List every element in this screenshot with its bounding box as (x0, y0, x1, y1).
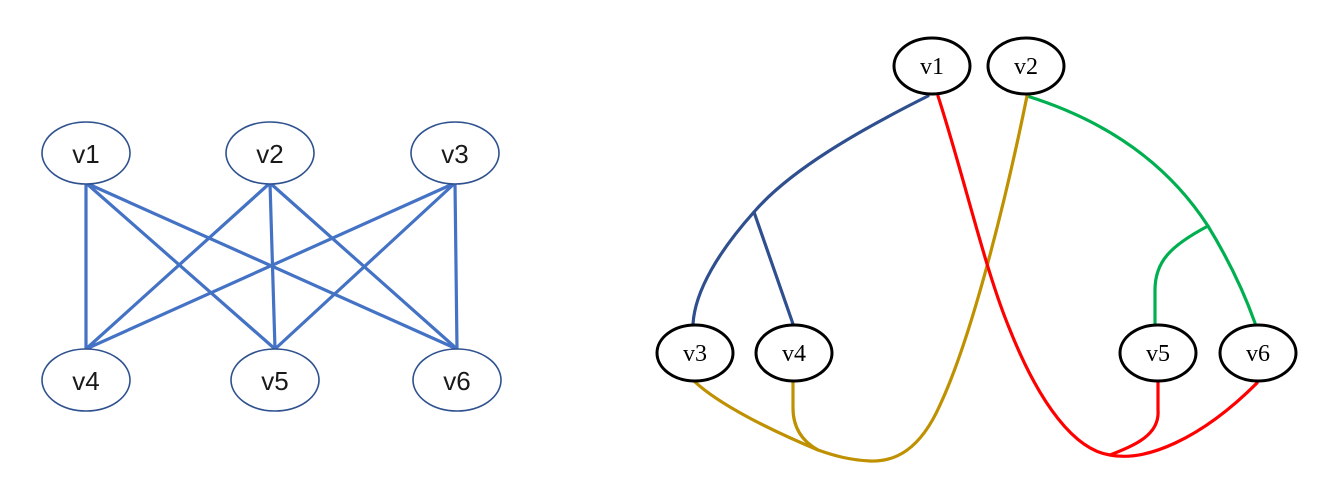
left-graph-edges (84, 181, 459, 351)
edge-v1-v5 (84, 181, 277, 351)
right-node-v6: v6 (1218, 323, 1298, 383)
node-label: v4 (782, 341, 806, 367)
left-node-v3: v3 (410, 121, 500, 185)
node-shape (230, 348, 320, 412)
node-shape (986, 36, 1066, 96)
node-label: v4 (72, 366, 99, 396)
node-shape (892, 36, 972, 96)
node-label: v3 (683, 341, 707, 367)
node-shape (412, 348, 502, 412)
node-shape (655, 323, 735, 383)
edge-v3-v6 (453, 181, 459, 351)
node-shape (41, 121, 131, 185)
left-node-v4: v4 (41, 348, 131, 412)
edge-v2-v4 (84, 181, 272, 351)
node-shape (754, 323, 834, 383)
left-node-v5: v5 (230, 348, 320, 412)
node-shape (225, 121, 315, 185)
tree-branch-v5 (1153, 224, 1210, 325)
right-node-v4: v4 (754, 323, 834, 383)
edge-v3-v5 (273, 181, 457, 351)
left-node-v2: v2 (225, 121, 315, 185)
node-label: v6 (443, 366, 470, 396)
tree-path-v2-v5-v6 (1025, 94, 1257, 325)
node-label: v3 (441, 139, 468, 169)
node-shape (41, 348, 131, 412)
node-shape (410, 121, 500, 185)
node-label: v5 (1146, 341, 1170, 367)
right-node-v1: v1 (892, 36, 972, 96)
tree-branch-v4-gold (791, 381, 820, 452)
node-label: v5 (261, 366, 288, 396)
node-shape (1118, 323, 1198, 383)
right-node-v3: v3 (655, 323, 735, 383)
right-node-v5: v5 (1118, 323, 1198, 383)
right-node-v2: v2 (986, 36, 1066, 96)
node-label: v1 (72, 139, 99, 169)
edge-v3-v4 (84, 181, 457, 351)
node-label: v6 (1246, 341, 1270, 367)
node-label: v2 (256, 139, 283, 169)
tree-path-v2-v3-v4 (693, 94, 1029, 463)
tree-path-v1-v3-v4 (691, 94, 930, 326)
node-label: v1 (920, 54, 944, 80)
left-node-v1: v1 (41, 121, 131, 185)
node-shape (1218, 323, 1298, 383)
right-graph-paths (691, 94, 1259, 463)
left-node-v6: v6 (412, 348, 502, 412)
tree-branch-v4 (752, 210, 795, 326)
tree-branch-v5-red (1108, 381, 1160, 457)
tree-path-v1-v5-v6 (936, 94, 1259, 458)
node-label: v2 (1014, 54, 1038, 80)
